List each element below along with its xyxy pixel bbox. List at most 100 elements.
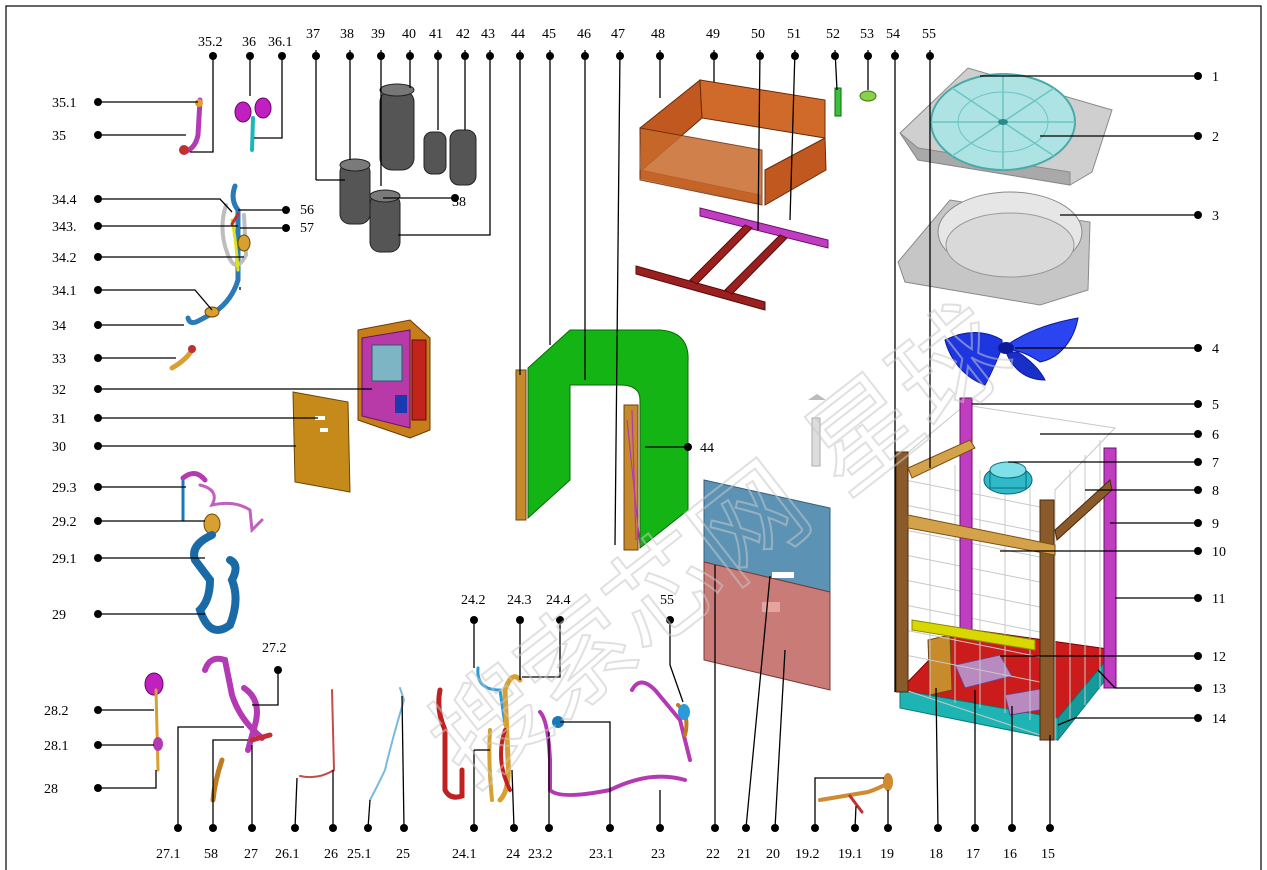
callout-40: 40: [402, 27, 416, 42]
callout-15: 15: [1041, 847, 1055, 862]
callout-55-mid: 55: [660, 593, 674, 608]
callout-23-1: 23.1: [589, 847, 614, 862]
callout-labels: 1 2 3 4 5 6 7 8 9 10 11 12 13 14 35.2 36…: [44, 27, 1226, 862]
callout-6: 6: [1212, 428, 1219, 443]
callout-52: 52: [826, 27, 840, 42]
callout-21: 21: [737, 847, 751, 862]
callout-34-3: 343.: [52, 220, 77, 235]
callout-29-3: 29.3: [52, 481, 77, 496]
callout-48: 48: [651, 27, 665, 42]
callout-22: 22: [706, 847, 720, 862]
callout-44-right: 44: [700, 441, 714, 456]
callout-46: 46: [577, 27, 591, 42]
callout-12: 12: [1212, 650, 1226, 665]
callout-4: 4: [1212, 342, 1219, 357]
air-guide-shroud: [897, 191, 1091, 306]
callout-1: 1: [1212, 70, 1219, 85]
callout-29: 29: [52, 608, 66, 623]
callout-26-1: 26.1: [275, 847, 300, 862]
callout-53: 53: [860, 27, 874, 42]
callout-55: 55: [922, 27, 936, 42]
callout-19: 19: [880, 847, 894, 862]
callout-30: 30: [52, 440, 66, 455]
callout-14: 14: [1212, 712, 1226, 727]
compressors-and-tanks: [339, 83, 477, 253]
callout-24-4: 24.4: [546, 593, 571, 608]
corner-posts: [895, 397, 1117, 741]
diagram-border: [5, 5, 1262, 870]
callout-8: 8: [1212, 484, 1219, 499]
callout-56: 56: [300, 203, 314, 218]
top-frame-pieces: [639, 79, 827, 206]
callout-24-2: 24.2: [461, 593, 486, 608]
callout-38: 38: [340, 27, 354, 42]
callout-45: 45: [542, 27, 556, 42]
callout-26: 26: [324, 847, 338, 862]
callout-17: 17: [966, 847, 980, 862]
indicator-arrow: [808, 394, 826, 467]
callout-2: 2: [1212, 130, 1219, 145]
callout-51: 51: [787, 27, 801, 42]
callout-19-1: 19.1: [838, 847, 863, 862]
heat-exchanger-coil: [527, 329, 689, 550]
callout-23-2: 23.2: [528, 847, 553, 862]
callout-34-1: 34.1: [52, 284, 77, 299]
callout-41: 41: [429, 27, 443, 42]
cross-braces: [907, 439, 1113, 651]
side-panels: [703, 479, 831, 691]
fan-motor: [983, 461, 1033, 495]
leader-dots: [94, 52, 1202, 832]
callout-37: 37: [306, 27, 320, 42]
callout-13: 13: [1212, 682, 1226, 697]
callout-28: 28: [44, 782, 58, 797]
callout-24-3: 24.3: [507, 593, 532, 608]
callout-3: 3: [1212, 209, 1219, 224]
callout-35: 35: [52, 129, 66, 144]
callout-54: 54: [886, 27, 900, 42]
callout-28-2: 28.2: [44, 704, 69, 719]
callout-38-lower: 38: [452, 195, 466, 210]
callout-27: 27: [244, 847, 258, 862]
callout-33: 33: [52, 352, 66, 367]
callout-42: 42: [456, 27, 470, 42]
callout-34-2: 34.2: [52, 251, 77, 266]
watermark: 搜索芯网 星球: [407, 282, 1033, 811]
callout-24-1: 24.1: [452, 847, 477, 862]
callout-5: 5: [1212, 398, 1219, 413]
callout-47: 47: [611, 27, 625, 42]
electrical-control-box: [357, 319, 431, 439]
fan-grille: [930, 73, 1076, 171]
callout-25: 25: [396, 847, 410, 862]
callout-27-1: 27.1: [156, 847, 181, 862]
callout-35-1: 35.1: [52, 96, 77, 111]
callout-36-1: 36.1: [268, 35, 293, 50]
callout-20: 20: [766, 847, 780, 862]
callout-35-2: 35.2: [198, 35, 223, 50]
callout-18: 18: [929, 847, 943, 862]
callout-34-4: 34.4: [52, 193, 77, 208]
callout-10: 10: [1212, 545, 1226, 560]
callout-49: 49: [706, 27, 720, 42]
callout-24: 24: [506, 847, 520, 862]
coil-end-plates: [515, 369, 641, 551]
support-brackets: [635, 207, 829, 311]
callout-7: 7: [1212, 456, 1219, 471]
axial-fan-blade: [944, 317, 1079, 386]
callout-27-2: 27.2: [262, 641, 287, 656]
callout-29-1: 29.1: [52, 552, 77, 567]
control-box-cover: [292, 391, 351, 493]
callout-11: 11: [1212, 592, 1225, 607]
small-fittings-52-53: [834, 87, 877, 117]
callout-29-2: 29.2: [52, 515, 77, 530]
callout-39: 39: [371, 27, 385, 42]
callout-28-1: 28.1: [44, 739, 69, 754]
callout-25-1: 25.1: [347, 847, 372, 862]
refrigerant-pipes-left: [144, 97, 893, 814]
leader-lines: [98, 49, 1198, 829]
callout-34: 34: [52, 319, 66, 334]
callout-44: 44: [511, 27, 525, 42]
callout-16: 16: [1003, 847, 1017, 862]
callout-58: 58: [204, 847, 218, 862]
callout-23: 23: [651, 847, 665, 862]
